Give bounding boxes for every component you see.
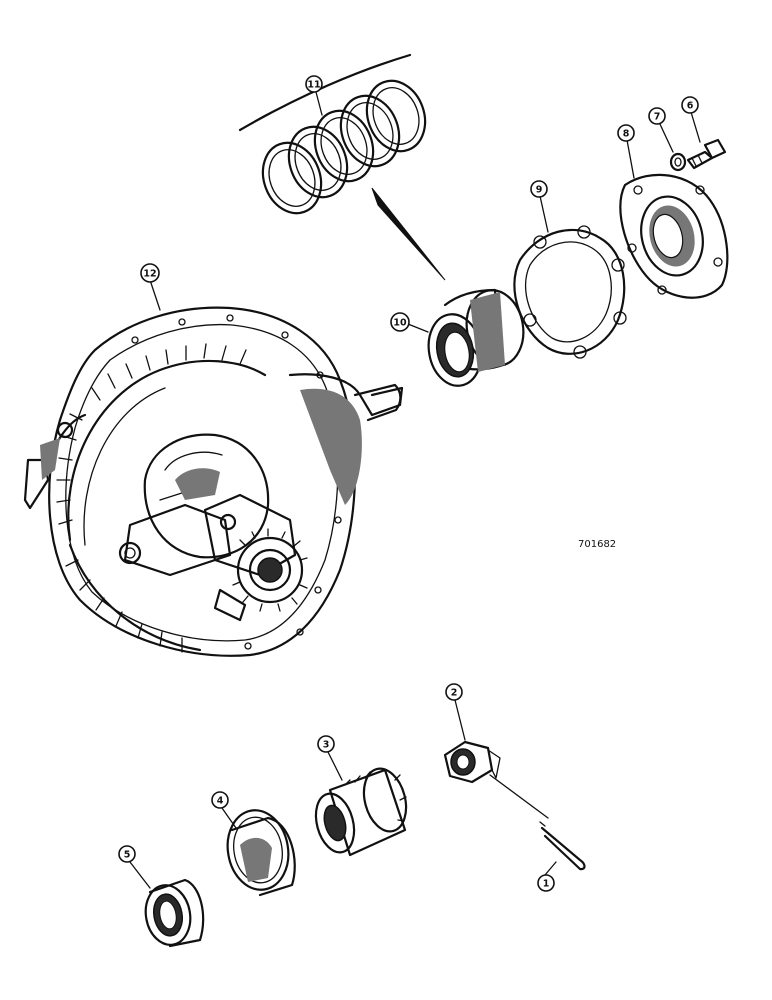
svg-text:10: 10 [393, 318, 407, 329]
part-8-retainer [619, 173, 729, 299]
svg-text:6: 6 [687, 101, 694, 112]
part-12-differential-carrier [23, 306, 404, 657]
svg-text:1: 1 [543, 879, 550, 890]
svg-text:2: 2 [451, 688, 458, 699]
svg-text:8: 8 [623, 129, 630, 140]
svg-text:12: 12 [143, 269, 156, 280]
callout-6: 6 [681, 96, 699, 114]
svg-text:3: 3 [323, 740, 330, 751]
callout-4: 4 [211, 791, 229, 809]
svg-text:11: 11 [307, 80, 320, 91]
callout-11: 11 [305, 75, 323, 93]
part-5-seal [144, 878, 205, 948]
callout-2: 2 [445, 683, 463, 701]
leader-lines [129, 91, 701, 889]
part-6-bolt [686, 138, 727, 170]
part-10-bearing [427, 288, 525, 387]
part-1-cotter-pin [539, 821, 586, 871]
drawing-reference-number: 701682 [578, 539, 616, 550]
callout-7: 7 [648, 107, 666, 125]
part-7-washer [669, 152, 687, 172]
callout-1: 1 [537, 874, 555, 892]
callout-9: 9 [530, 180, 548, 198]
callout-8: 8 [617, 124, 635, 142]
svg-text:5: 5 [124, 850, 131, 861]
part-4-bearing-cup [226, 809, 296, 897]
part-3-splined-coupling [314, 767, 408, 857]
callout-10: 10 [390, 312, 410, 332]
part-11-spring-pack [238, 53, 446, 281]
svg-text:9: 9 [536, 185, 543, 196]
callout-3: 3 [317, 735, 335, 753]
part-9-gasket [513, 225, 627, 359]
svg-text:7: 7 [654, 112, 661, 123]
callout-12: 12 [140, 263, 160, 283]
svg-text:4: 4 [217, 796, 224, 807]
part-2-nut [443, 740, 549, 819]
callout-5: 5 [118, 845, 136, 863]
